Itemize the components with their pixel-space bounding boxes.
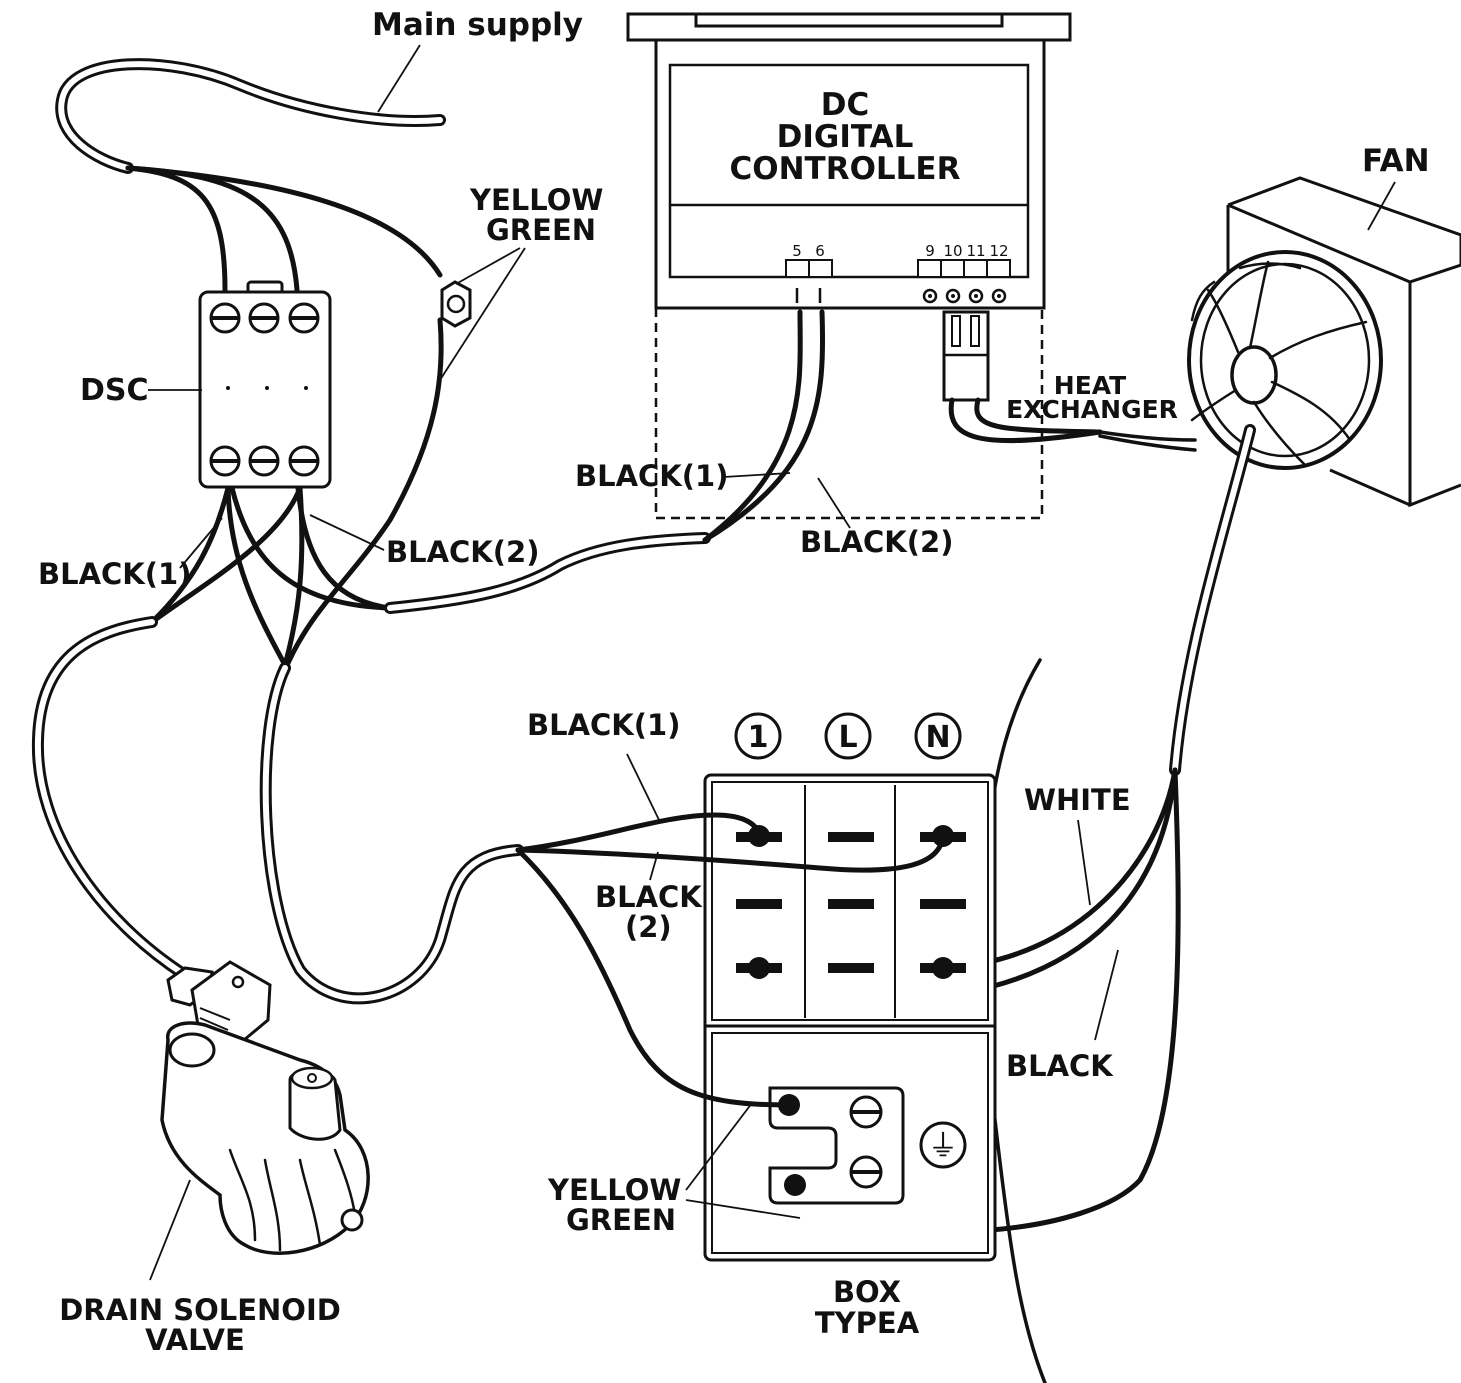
- box-cable: [259, 662, 524, 1005]
- controller-terminal-numbers: 5 6 9 10 11 12: [792, 242, 1008, 260]
- heat-exchanger-sensor: [942, 310, 1197, 452]
- box-header-L: L: [838, 720, 857, 755]
- ground-icon: ⏚: [928, 1129, 958, 1164]
- yellow-green-top-label-2: GREEN: [486, 213, 596, 247]
- box-header-N: N: [925, 720, 950, 755]
- terminal-5: 5: [792, 242, 802, 260]
- main-supply-cable: [55, 58, 446, 174]
- controller-label-3: CONTROLLER: [730, 151, 961, 187]
- white-label: WHITE: [1024, 783, 1131, 817]
- black2-box-label-2: (2): [625, 910, 672, 944]
- main-supply-wires: [125, 165, 444, 673]
- yellow-green-bottom-label-2: GREEN: [566, 1203, 676, 1237]
- dsc-wires: [149, 485, 393, 668]
- fan-label: FAN: [1362, 143, 1430, 179]
- dsc-top-screws: [209, 302, 320, 334]
- dsc-bottom-screws: [209, 445, 320, 477]
- black2-dsc-label: BLACK(2): [386, 535, 539, 569]
- dc-digital-controller: [626, 12, 1072, 310]
- black1-box-label: BLACK(1): [527, 708, 680, 742]
- controller-label-2: DIGITAL: [777, 119, 914, 155]
- box-typea: [703, 773, 997, 1262]
- box-header-1: 1: [748, 720, 769, 755]
- fan-cable: [1169, 424, 1256, 776]
- black2-controller-label: BLACK(2): [800, 525, 953, 559]
- yellow-green-bottom-label-1: YELLOW: [547, 1173, 681, 1207]
- drain-solenoid-valve: [160, 960, 370, 1255]
- drain-valve-label-1: DRAIN SOLENOID: [59, 1293, 341, 1327]
- heat-exchanger-label-2: EXCHANGER: [1006, 395, 1178, 424]
- box-header-circles: [734, 712, 962, 760]
- dsc-switch: [198, 280, 332, 489]
- fan-unit: [1187, 176, 1461, 508]
- black-fan-label: BLACK: [1006, 1049, 1114, 1083]
- drain-valve-label-2: VALVE: [145, 1323, 245, 1357]
- controller-wires: [702, 309, 826, 543]
- terminal-11: 11: [966, 242, 985, 260]
- yellow-green-nut: [440, 280, 472, 328]
- black1-dsc-label: BLACK(1): [38, 557, 191, 591]
- terminal-9: 9: [925, 242, 935, 260]
- yellow-green-top-label-1: YELLOW: [469, 183, 603, 217]
- dsc-label: DSC: [80, 373, 149, 408]
- terminal-10: 10: [943, 242, 962, 260]
- controller-cable: [384, 532, 711, 614]
- terminal-6: 6: [815, 242, 825, 260]
- heat-exchanger-label-1: HEAT: [1054, 371, 1126, 400]
- box-label-2: TYPEA: [815, 1306, 920, 1340]
- box-label-1: BOX: [833, 1275, 901, 1309]
- main-supply-label: Main supply: [372, 7, 583, 43]
- terminal-12: 12: [989, 242, 1008, 260]
- black2-box-label-1: BLACK: [595, 880, 703, 914]
- controller-dashed-enclosure: [654, 308, 1044, 520]
- black1-controller-label: BLACK(1): [575, 459, 728, 493]
- drain-valve-cable: [31, 616, 191, 981]
- box-wires: [515, 812, 946, 1108]
- controller-label-1: DC: [821, 87, 869, 123]
